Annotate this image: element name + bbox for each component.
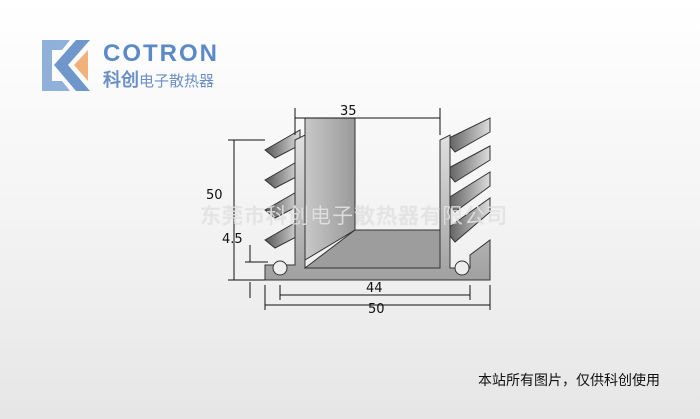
dim-top-width: 35 <box>340 104 357 119</box>
dim-height: 50 <box>206 188 223 203</box>
brand-tagline: 科创电子散热器 <box>103 70 215 91</box>
cotron-logo-mark <box>42 40 90 91</box>
right-fins <box>444 117 491 243</box>
dimension-lines <box>228 108 491 310</box>
dim-base-thickness: 4.5 <box>222 232 243 247</box>
watermark: 东莞市科创电子散热器有限公司 <box>200 204 508 228</box>
dim-inner-width: 44 <box>366 281 383 296</box>
dim-overall-width: 50 <box>368 302 385 317</box>
usage-note: 本站所有图片，仅供科创使用 <box>478 373 660 389</box>
brand-name: COTRON <box>103 40 219 67</box>
